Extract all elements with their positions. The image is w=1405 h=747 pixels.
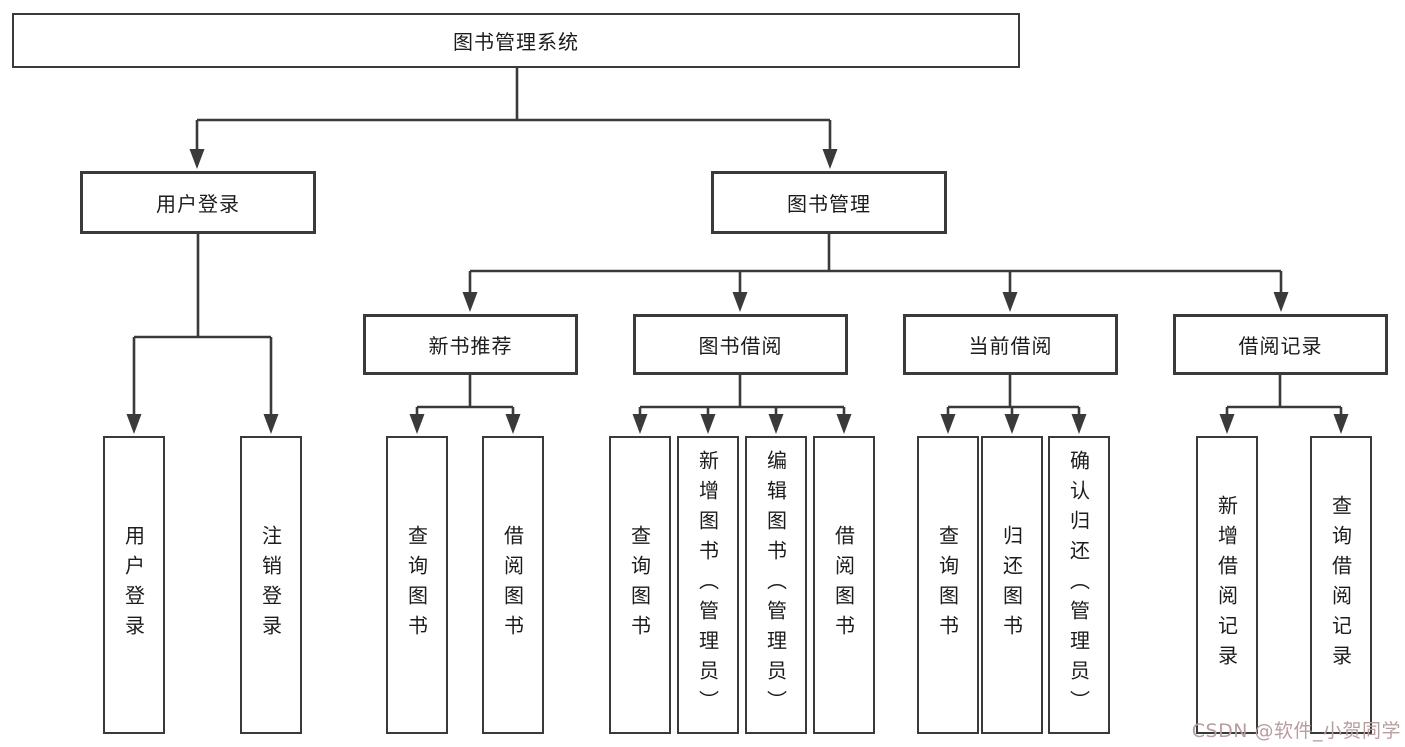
leaf-query-borrow-record: 查询借阅记录 <box>1310 436 1372 734</box>
edge-borrow-record-split <box>1225 375 1343 418</box>
leaf-return-books: 归还图书 <box>981 436 1043 734</box>
leaf-user-login: 用户登录 <box>103 436 165 734</box>
node-current-borrowing-label: 当前借阅 <box>968 334 1053 358</box>
leaf-add-books-admin: 新增图书（管理员） <box>677 436 739 734</box>
leaf-logout: 注销登录 <box>240 436 302 734</box>
edge-user-login-split <box>132 234 273 418</box>
node-user-login: 用户登录 <box>80 171 316 234</box>
node-book-borrowing-label: 图书借阅 <box>698 334 783 358</box>
node-book-management-label: 图书管理 <box>787 192 871 216</box>
leaf-borrow-books-recommend: 借阅图书 <box>482 436 544 734</box>
leaf-borrow-books-label: 借阅图书 <box>831 525 856 645</box>
leaf-return-books-label: 归还图书 <box>999 525 1024 645</box>
node-new-book-recommend: 新书推荐 <box>363 314 578 375</box>
leaf-edit-books-admin-label: 编辑图书（管理员） <box>763 450 788 720</box>
leaf-logout-label: 注销登录 <box>258 525 283 645</box>
edge-current-borrow-split <box>946 375 1081 418</box>
leaf-query-books-recommend-label: 查询图书 <box>404 525 429 645</box>
node-user-login-label: 用户登录 <box>156 192 240 216</box>
leaf-confirm-return-admin-label: 确认归还（管理员） <box>1066 450 1091 720</box>
edge-book-borrow-split <box>638 375 846 418</box>
leaf-borrow-books-recommend-label: 借阅图书 <box>500 525 525 645</box>
node-current-borrowing: 当前借阅 <box>903 314 1118 375</box>
leaf-add-borrow-record: 新增借阅记录 <box>1196 436 1258 734</box>
node-borrowing-records: 借阅记录 <box>1173 314 1388 375</box>
edge-root-to-level2 <box>195 68 832 153</box>
edge-book-mgmt-split <box>468 234 1283 297</box>
node-new-book-recommend-label: 新书推荐 <box>428 334 513 358</box>
leaf-query-books-borrow: 查询图书 <box>609 436 671 734</box>
node-borrowing-records-label: 借阅记录 <box>1238 334 1323 358</box>
leaf-query-borrow-record-label: 查询借阅记录 <box>1328 495 1353 675</box>
leaf-add-borrow-record-label: 新增借阅记录 <box>1214 495 1239 675</box>
leaf-borrow-books: 借阅图书 <box>813 436 875 734</box>
leaf-add-books-admin-label: 新增图书（管理员） <box>695 450 720 720</box>
leaf-query-books-borrow-label: 查询图书 <box>627 525 652 645</box>
leaf-query-books-current: 查询图书 <box>917 436 979 734</box>
leaf-confirm-return-admin: 确认归还（管理员） <box>1048 436 1110 734</box>
edge-new-book-split <box>415 375 515 418</box>
node-book-borrowing: 图书借阅 <box>633 314 848 375</box>
node-library-system: 图书管理系统 <box>12 13 1020 68</box>
node-book-management: 图书管理 <box>711 171 947 234</box>
leaf-query-books-recommend: 查询图书 <box>386 436 448 734</box>
leaf-user-login-label: 用户登录 <box>121 525 146 645</box>
node-library-system-label: 图书管理系统 <box>453 30 579 54</box>
leaf-edit-books-admin: 编辑图书（管理员） <box>745 436 807 734</box>
leaf-query-books-current-label: 查询图书 <box>935 525 960 645</box>
